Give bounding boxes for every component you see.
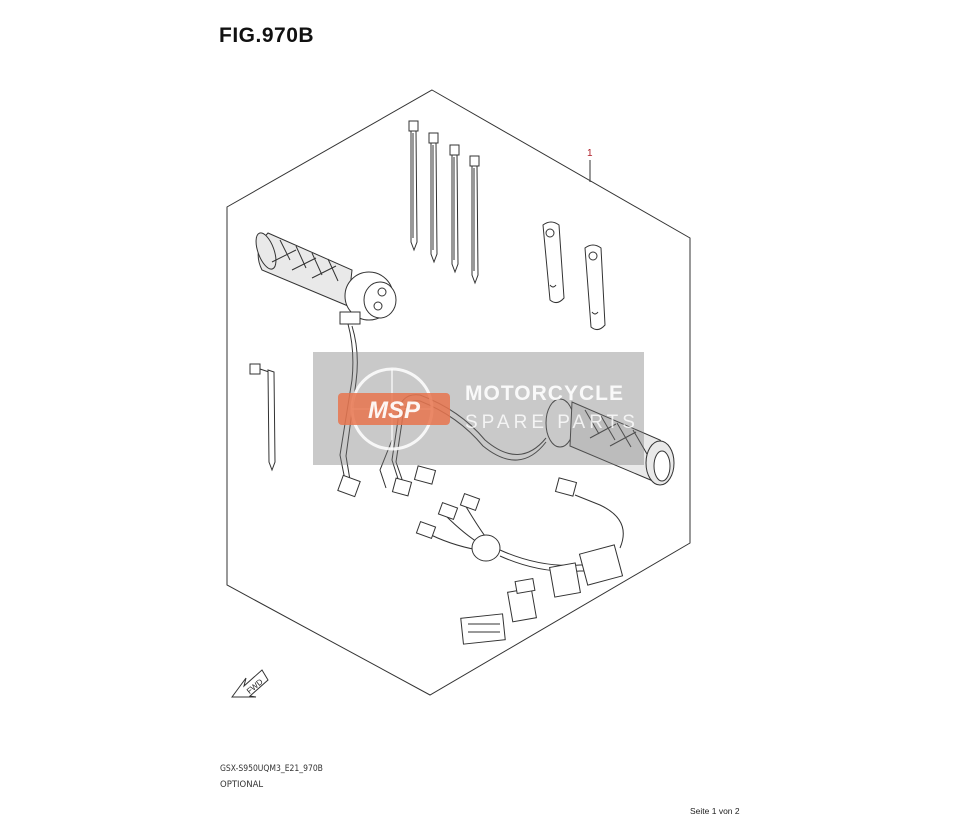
- cable-tie: [469, 155, 480, 285]
- cable-tie: [408, 120, 419, 252]
- callout-number: 1: [587, 148, 593, 159]
- page-number: Seite 1 von 2: [690, 806, 740, 816]
- right-heated-grip: [545, 398, 675, 486]
- cable-tie: [428, 132, 439, 264]
- hex-frame: [226, 89, 691, 696]
- fwd-direction-arrow: FWD: [231, 669, 269, 698]
- bracket: [584, 244, 606, 331]
- left-heated-grip: [255, 232, 397, 325]
- watermark-line1: MOTORCYCLE: [465, 382, 624, 405]
- connector-housing: [460, 613, 506, 645]
- cable-tie-long: [249, 363, 276, 472]
- main-wiring-harness: [415, 477, 624, 598]
- footer-label: OPTIONAL: [220, 780, 264, 790]
- cable-tie: [449, 144, 460, 274]
- watermark-logo: MSP: [338, 367, 450, 451]
- connector-coupler: [506, 577, 538, 623]
- footer-code: GSX-S950UQM3_E21_970B: [220, 764, 323, 774]
- watermark-line2: SPARE PARTS: [465, 412, 639, 433]
- cable-tie-group: [408, 120, 480, 285]
- watermark-logo-text: MSP: [368, 397, 421, 424]
- figure-title: FIG.970B: [219, 24, 315, 47]
- left-grip-harness: [337, 323, 361, 498]
- bracket: [542, 221, 565, 304]
